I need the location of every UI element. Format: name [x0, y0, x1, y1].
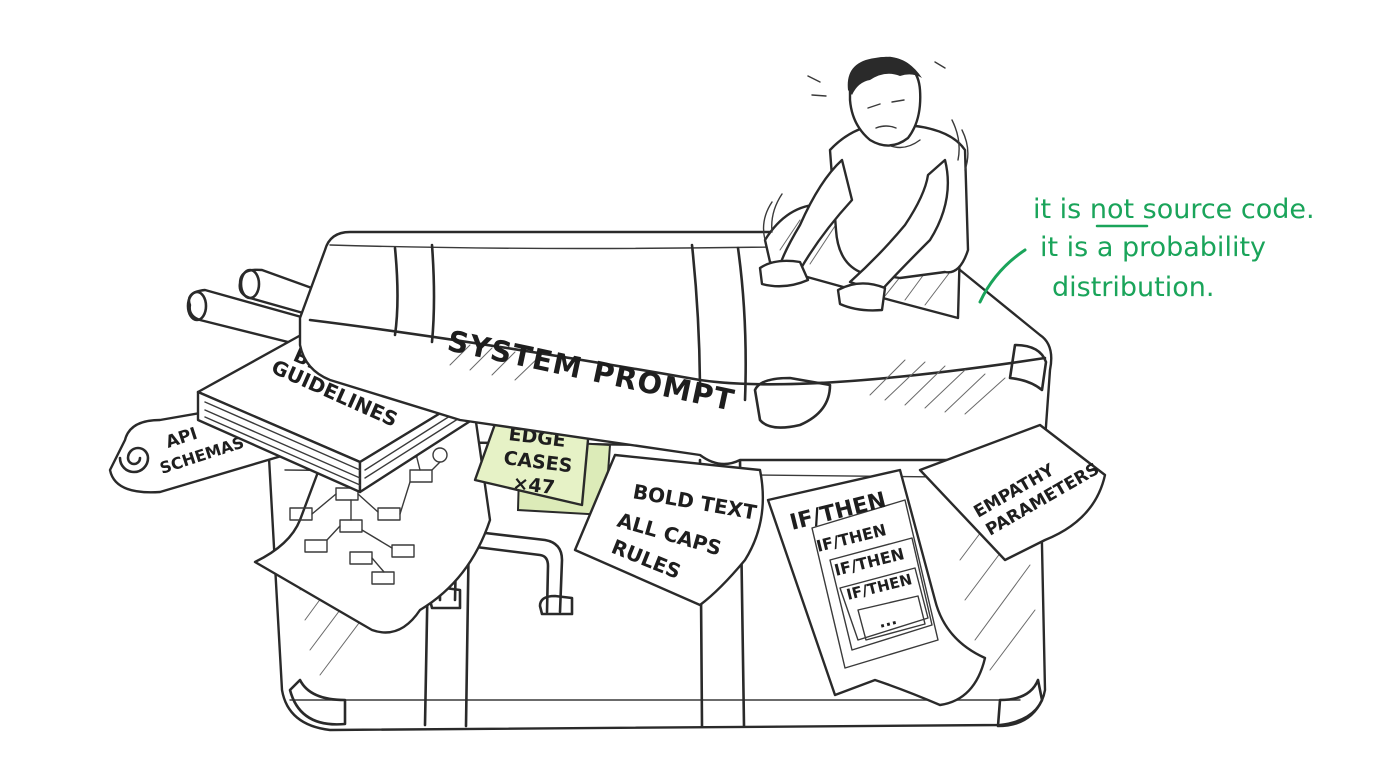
nested-if-then-paper-icon: IF/THEN IF/THEN IF/THEN IF/THEN ...	[766, 468, 987, 707]
annotation-line1-c: source code.	[1134, 194, 1315, 225]
annotation-line1-a: it is	[1033, 194, 1090, 225]
sticky-line3: ×47	[511, 472, 556, 499]
handwritten-annotation: it is not source code. it is a probabili…	[978, 194, 1315, 304]
bold-text-paper-icon: BOLD TEXT ALL CAPS RULES	[573, 453, 765, 607]
struggling-person-icon	[758, 56, 970, 320]
annotation-line3: distribution.	[1052, 272, 1214, 303]
annotation-line2: it is a probability	[1040, 232, 1266, 263]
flowchart-paper-icon	[253, 413, 492, 634]
nested-line5: ...	[876, 609, 898, 632]
svg-text:it is not source code.: it is not source code.	[1033, 194, 1315, 225]
annotation-line1-emphasis: not	[1090, 194, 1134, 225]
